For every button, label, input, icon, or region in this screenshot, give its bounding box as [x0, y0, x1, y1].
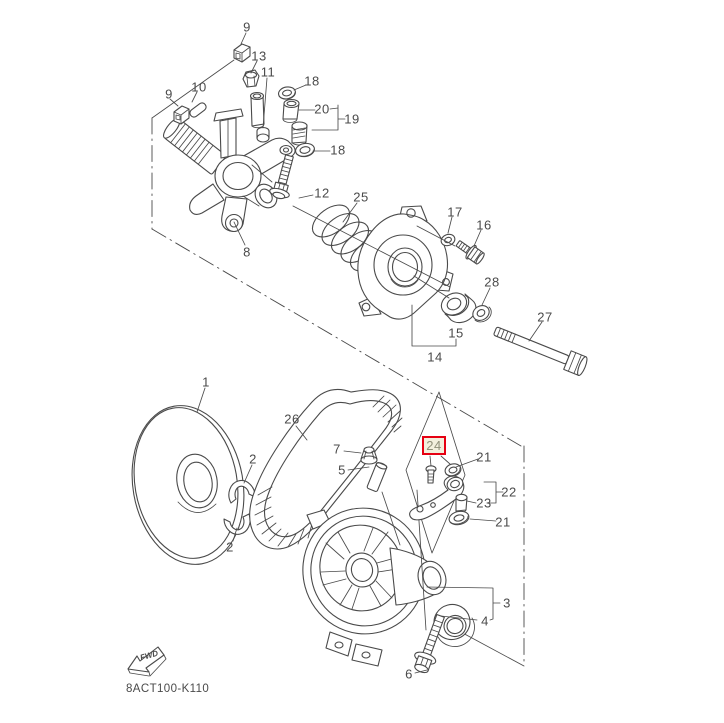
collar-23 — [455, 493, 468, 513]
highlighted-part-24-callout[interactable]: 24 — [422, 436, 446, 455]
lever-group-box — [405, 391, 466, 554]
part-label-19-21: 19 — [344, 111, 360, 127]
bushing-15 — [440, 292, 477, 324]
part-label-20-22: 20 — [314, 101, 330, 117]
bolt-12 — [269, 154, 294, 200]
drive-face-3 — [302, 507, 447, 667]
part-label-10-11: 10 — [191, 79, 207, 95]
part-label-7-7: 7 — [333, 441, 341, 457]
part-label-5-5: 5 — [338, 462, 346, 478]
nut-13 — [242, 69, 260, 88]
lever-22 — [409, 475, 465, 521]
part-label-28-30: 28 — [484, 274, 500, 290]
part-label-6-6: 6 — [405, 666, 413, 682]
fwd-arrow-icon — [127, 646, 167, 677]
part-label-15-16: 15 — [448, 325, 464, 341]
pin-10 — [189, 102, 207, 118]
washer-21-upper — [444, 463, 462, 477]
part-label-21-23: 21 — [476, 449, 492, 465]
part-label-25-27: 25 — [353, 189, 369, 205]
sleeve-20 — [282, 98, 300, 123]
bolt-16 — [455, 240, 485, 265]
bolt-27 — [493, 326, 588, 376]
part-label-17-18: 17 — [447, 204, 463, 220]
ring-4 — [433, 603, 475, 647]
key-9-left — [173, 105, 190, 125]
key-9-top — [233, 43, 251, 63]
pin-5 — [366, 462, 388, 492]
part-label-1-0: 1 — [202, 374, 210, 390]
part-label-18-20: 18 — [330, 142, 346, 158]
washer-18-lower — [295, 142, 315, 158]
drawing-code: 8ACT100-K110 — [126, 683, 210, 695]
part-label-14-15: 14 — [427, 349, 443, 365]
part-label-23-26: 23 — [476, 495, 492, 511]
washer-28 — [472, 305, 492, 323]
leader-lines — [169, 32, 543, 674]
part-label-2-2: 2 — [226, 539, 234, 555]
screw-24 — [425, 465, 437, 484]
sleeve-19 — [291, 121, 308, 146]
part-label-26-28: 26 — [284, 411, 300, 427]
part-label-13-14: 13 — [251, 48, 267, 64]
part-label-8-8: 8 — [243, 244, 251, 260]
part-label-12-13: 12 — [314, 185, 330, 201]
part-label-22-25: 22 — [501, 484, 517, 500]
nut-7 — [360, 446, 378, 465]
collar-halves-2 — [223, 479, 256, 535]
part-label-11-12: 11 — [260, 64, 276, 80]
washer-18-upper — [278, 86, 296, 100]
part-label-27-29: 27 — [537, 309, 553, 325]
part-label-4-4: 4 — [481, 613, 489, 629]
bolt-6 — [414, 613, 445, 674]
boundary-lines — [151, 59, 525, 667]
part-label-9-10: 9 — [165, 86, 173, 102]
part-label-3-3: 3 — [503, 595, 511, 611]
part-label-21-24: 21 — [495, 514, 511, 530]
part-label-2-1: 2 — [249, 451, 257, 467]
cover-plate-14 — [357, 205, 454, 320]
fixed-sheave-1 — [131, 405, 245, 565]
part-label-16-17: 16 — [476, 217, 492, 233]
part-label-9-9: 9 — [243, 19, 251, 35]
v-belt-26 — [249, 388, 403, 550]
part-shaft-spider-8 — [162, 108, 296, 233]
part-label-18-19: 18 — [304, 73, 320, 89]
washer-21-lower — [448, 510, 470, 526]
sleeve-11 — [249, 91, 265, 129]
